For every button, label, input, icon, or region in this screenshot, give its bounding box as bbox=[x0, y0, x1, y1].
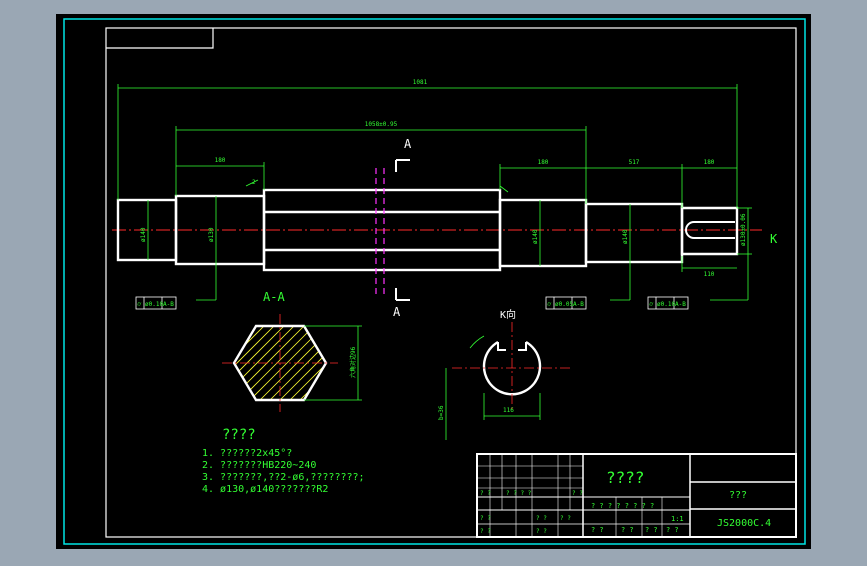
view-k-drawing bbox=[445, 322, 572, 440]
note-3: 3. ???????,??2-ø6,????????; bbox=[202, 472, 365, 483]
dim-middle-length: 1058±0.95 bbox=[365, 121, 398, 128]
svg-text:⌭: ⌭ bbox=[649, 301, 654, 308]
dim-dia-left2: ø130 bbox=[208, 227, 215, 242]
dim-dia-right2: ø140 bbox=[622, 229, 629, 244]
svg-text:⌭: ⌭ bbox=[547, 301, 552, 308]
model-space bbox=[56, 14, 811, 549]
dim-dia-right1: ø140 bbox=[532, 229, 539, 244]
dimension-lines bbox=[117, 84, 752, 301]
dim-right-seg-1: 180 bbox=[538, 159, 549, 166]
dim-keyway-len: 110 bbox=[704, 271, 715, 278]
sign-row: ? ? ? ? ? ? ? ? bbox=[591, 502, 654, 510]
title-small-5: ? ? bbox=[536, 515, 547, 522]
dim-chamfer: 2 bbox=[252, 179, 256, 186]
part-name: ???? bbox=[606, 468, 645, 487]
dim-dia-left: ø140 bbox=[140, 227, 147, 242]
title-small-2: ? ? bbox=[480, 528, 491, 535]
svg-text:⌭: ⌭ bbox=[137, 301, 142, 308]
dim-right-seg-3: 180 bbox=[704, 159, 715, 166]
dimension-texts: 1081 1058±0.95 180 180 517 180 110 2 ø14… bbox=[140, 79, 747, 278]
dim-overall-length: 1081 bbox=[413, 79, 428, 86]
title-block bbox=[476, 453, 797, 538]
title-q2: ? ? bbox=[621, 526, 634, 534]
k-view-arrow-label: K bbox=[770, 232, 778, 246]
title-q1: ? ? bbox=[591, 526, 604, 534]
notes-title: ???? bbox=[222, 427, 256, 443]
dim-left-seg: 180 bbox=[215, 157, 226, 164]
view-k-bottom-dim: 116 bbox=[503, 407, 514, 414]
note-2: 2. ???????HB220~240 bbox=[202, 460, 316, 471]
inner-frame bbox=[105, 27, 797, 538]
section-aa-title: A-A bbox=[263, 290, 285, 304]
tolerance-frame-middle: ⌭ ø0.05 A-B bbox=[545, 296, 587, 310]
title-qq: ? ? ? ? bbox=[506, 490, 532, 497]
title-small-1: ? ? bbox=[480, 515, 491, 522]
note-4: 4. ø130,ø140???????R2 bbox=[202, 484, 328, 495]
svg-text:A-B: A-B bbox=[163, 301, 174, 308]
title-q3: ? ? bbox=[645, 526, 658, 534]
view-k-width-dim: b=36 bbox=[438, 405, 445, 420]
tolerance-frame-right: ⌭ ø0.10 A-B bbox=[647, 296, 689, 310]
title-small-6: ? ? bbox=[560, 515, 571, 522]
material: ??? bbox=[729, 490, 747, 501]
reverse-code-box bbox=[106, 28, 214, 49]
dim-dia-end: ø130±0.06 bbox=[740, 213, 747, 246]
dim-right-seg-2: 517 bbox=[629, 159, 640, 166]
shaft-outline bbox=[116, 188, 739, 272]
title-small-0: ? ? bbox=[480, 490, 491, 497]
svg-text:ø0.10: ø0.10 bbox=[145, 301, 163, 308]
svg-text:ø0.10: ø0.10 bbox=[657, 301, 675, 308]
section-cut-marks bbox=[375, 159, 410, 301]
outer-frame bbox=[63, 18, 806, 545]
svg-text:A-B: A-B bbox=[573, 301, 584, 308]
cut-label-top: A bbox=[404, 137, 412, 151]
note-1: 1. ??????2x45°? bbox=[202, 448, 292, 459]
drawing-number: JS2000C.4 bbox=[717, 518, 771, 529]
hex-hatching bbox=[234, 326, 326, 400]
scale: 1:1 bbox=[671, 515, 684, 523]
cut-label-bottom: A bbox=[393, 305, 401, 319]
title-small-4: ? ? bbox=[572, 490, 583, 497]
title-small-3: ? ? bbox=[536, 528, 547, 535]
hex-across-dim: 六角对边96 bbox=[349, 346, 357, 378]
view-k-title: K向 bbox=[500, 308, 516, 321]
svg-text:ø0.05: ø0.05 bbox=[555, 301, 573, 308]
tolerance-frame-left: ⌭ ø0.10 A-B bbox=[135, 296, 177, 310]
title-q4: ? ? bbox=[666, 526, 679, 534]
svg-text:A-B: A-B bbox=[675, 301, 686, 308]
hex-dim bbox=[304, 325, 362, 401]
